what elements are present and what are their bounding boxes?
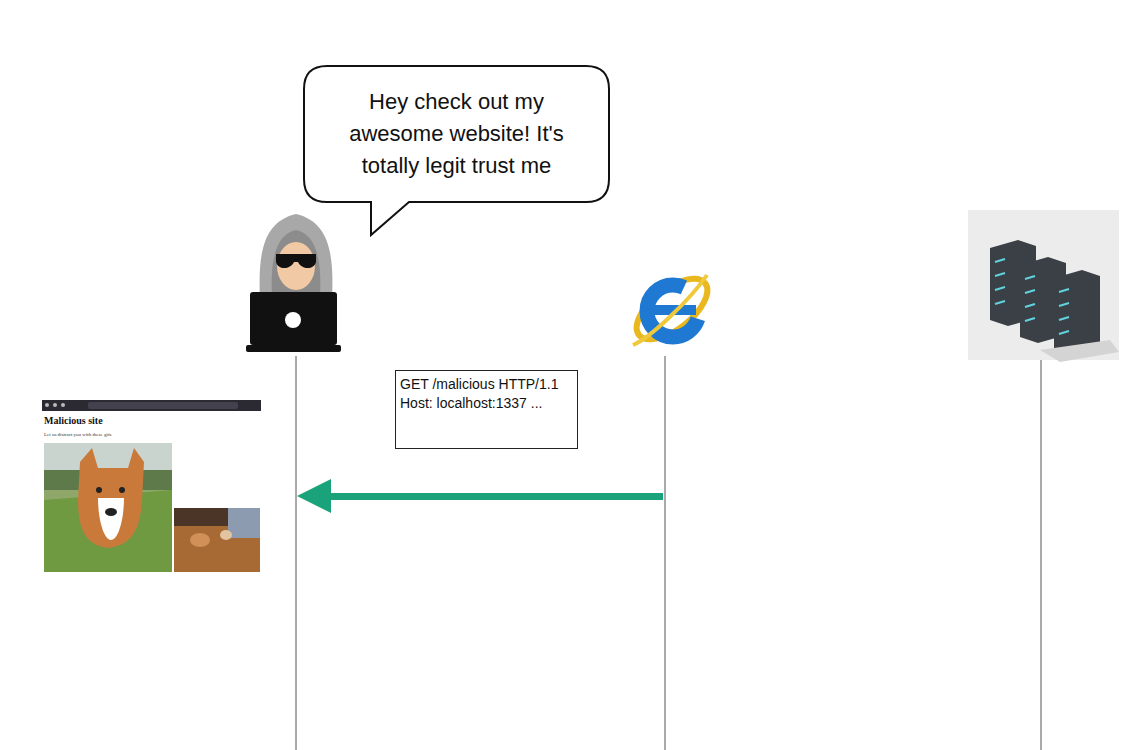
lifeline xyxy=(296,356,297,750)
hacker-icon xyxy=(246,214,341,352)
lifeline xyxy=(1041,360,1042,750)
website-screenshot xyxy=(42,400,261,572)
speech-bubble: Hey check out my awesome website! It's t… xyxy=(303,65,610,203)
request-box: GET /malicious HTTP/1.1 Host: localhost:… xyxy=(395,370,578,449)
bubble-path xyxy=(304,66,609,235)
request-text: GET /malicious HTTP/1.1 Host: localhost:… xyxy=(400,375,573,413)
page-heading: Malicious site xyxy=(44,415,103,426)
request-arrow xyxy=(297,479,663,513)
browser-icon xyxy=(627,267,718,350)
lifeline xyxy=(665,356,666,750)
speech-text: Hey check out my awesome website! It's t… xyxy=(327,86,586,182)
page-text: Let us distract you with these gifs xyxy=(44,432,112,437)
server-icon xyxy=(968,210,1119,362)
